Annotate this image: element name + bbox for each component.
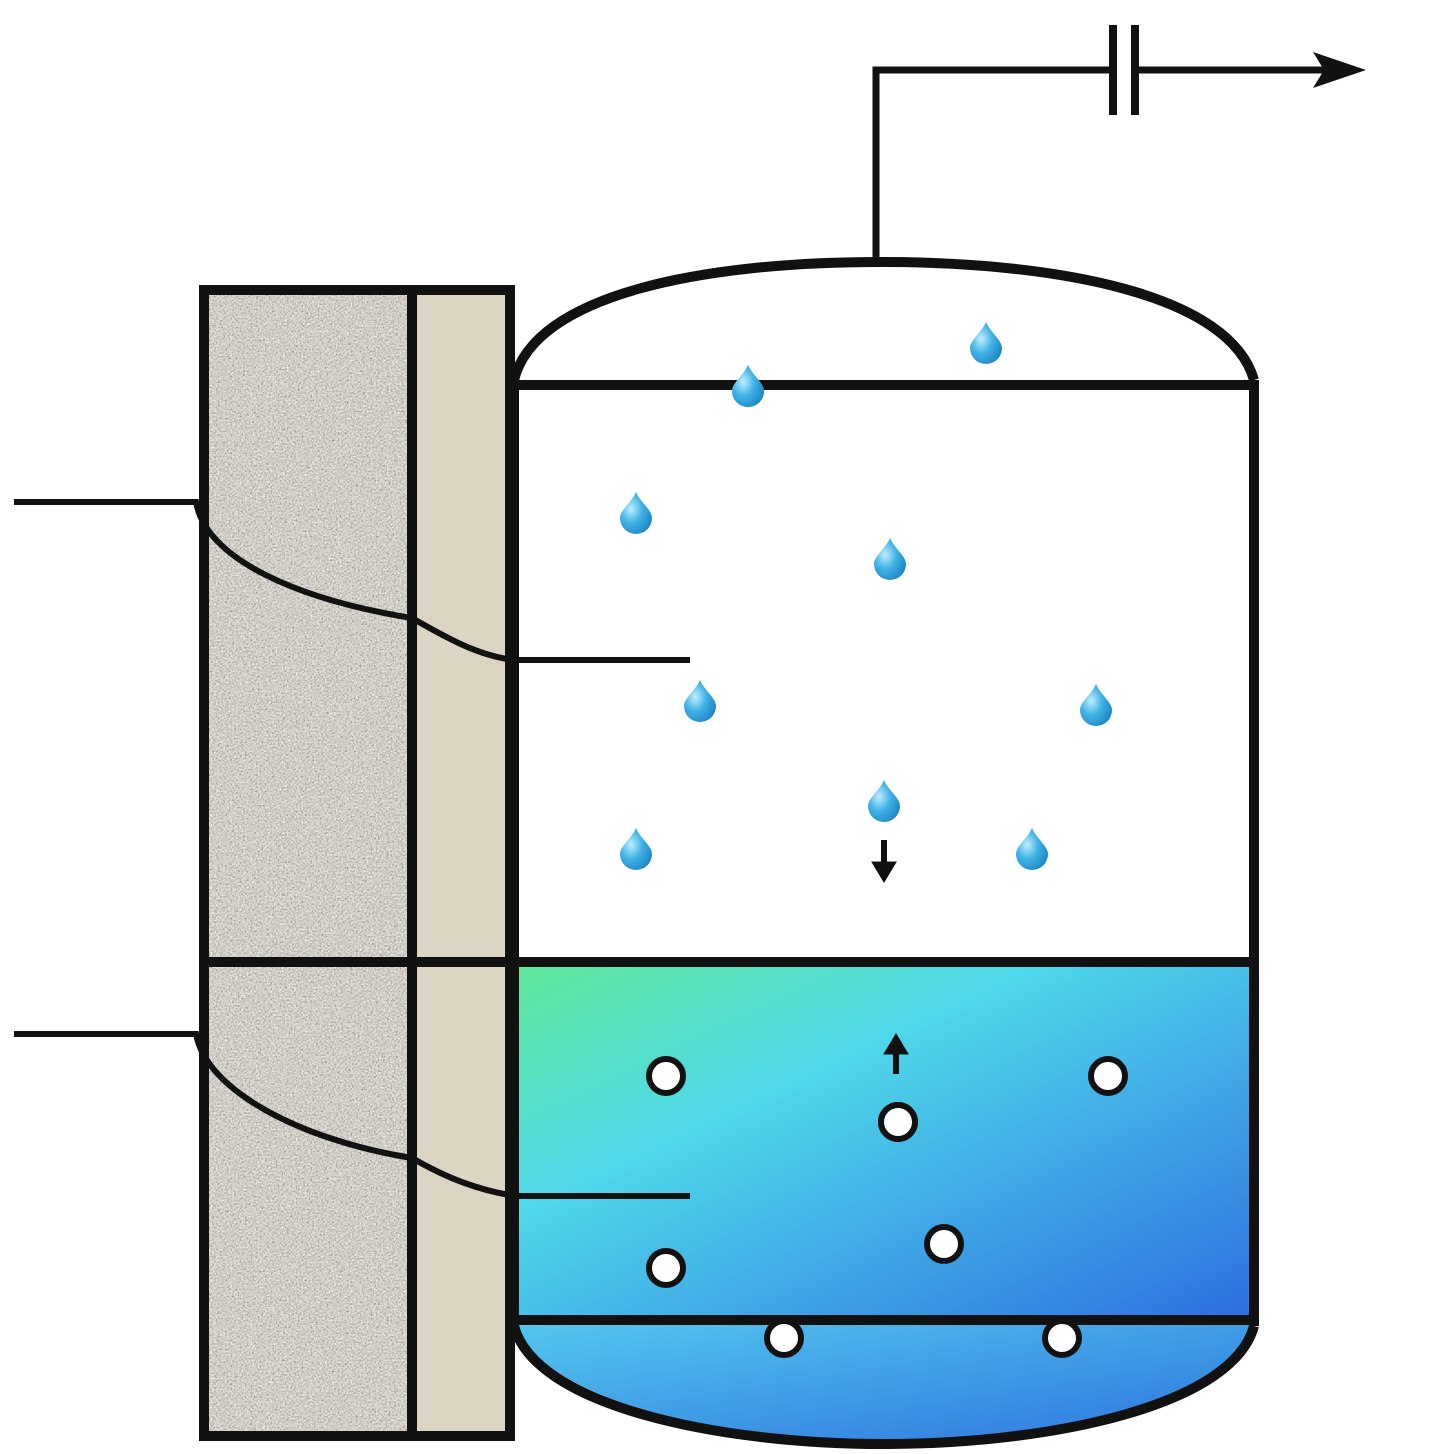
bubble-icon xyxy=(1088,1056,1128,1096)
valve xyxy=(1109,25,1139,115)
leader-line-upper-right xyxy=(410,615,690,663)
pressure-vessel xyxy=(509,257,1259,1449)
droplet-icon xyxy=(970,322,1002,364)
bubble-icon xyxy=(1042,1318,1082,1358)
leader-line-upper-left xyxy=(14,499,413,621)
liquid-phase xyxy=(517,966,1251,1316)
leader-line-lower-right xyxy=(410,1155,690,1199)
outer-wall-texture xyxy=(204,290,410,1436)
bubble-icon xyxy=(764,1318,804,1358)
outlet-pipe xyxy=(872,66,1330,262)
droplet-icon xyxy=(620,828,652,870)
insulation-wall-outer xyxy=(204,290,410,1436)
vessel-top-head xyxy=(509,257,1259,382)
bubble-icon xyxy=(878,1102,918,1142)
leader-line-lower-left xyxy=(14,1031,413,1161)
droplets xyxy=(620,322,1112,870)
pipe-line xyxy=(872,66,1112,262)
droplet-icon xyxy=(620,492,652,534)
bubble-icon xyxy=(924,1224,964,1264)
droplet-icon xyxy=(1080,684,1112,726)
droplet-icon xyxy=(1016,828,1048,870)
droplet-icon xyxy=(684,680,716,722)
vessel-bottom-head xyxy=(509,1324,1259,1449)
droplet-icon xyxy=(732,365,764,407)
bottom-head-liquid xyxy=(517,1324,1251,1440)
droplet-icon xyxy=(874,538,906,580)
bubbles xyxy=(646,1056,1128,1358)
flow-arrow-icon xyxy=(1313,52,1366,88)
insulation-wall-inner xyxy=(414,290,510,1436)
bubble-icon xyxy=(646,1056,686,1096)
mass-transfer-arrows xyxy=(871,840,909,1074)
droplet-icon xyxy=(868,780,900,822)
down-arrow-icon xyxy=(871,840,897,883)
up-arrow-icon xyxy=(883,1033,909,1074)
leader-lines xyxy=(14,499,690,1199)
bubble-icon xyxy=(646,1248,686,1288)
